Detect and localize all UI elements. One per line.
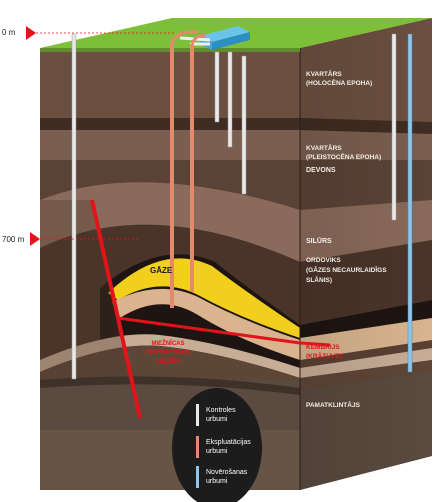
layer-cambrian xyxy=(112,288,300,360)
legend-exploitation-2: urbumi xyxy=(206,448,228,455)
gas-label: GĀZE xyxy=(150,266,173,275)
legend-control-2: urbumi xyxy=(206,416,228,423)
exploitation-well xyxy=(190,34,206,45)
label-devonian: DEVONS xyxy=(306,167,336,174)
observation-well xyxy=(407,33,413,373)
legend-exploitation-1: Ekspluatācijas xyxy=(206,439,251,446)
label-ordovician-1: ORDOVIKS xyxy=(306,257,341,264)
legend-swatch-control xyxy=(196,404,199,426)
depth-label-700: 700 m xyxy=(2,235,25,244)
control-well xyxy=(391,33,397,221)
control-well xyxy=(227,51,233,148)
depth-label-0: 0 m xyxy=(2,28,16,37)
label-ordovician-3: SLĀNIS) xyxy=(306,276,332,284)
observation-wells xyxy=(407,33,413,373)
legend: Kontroles urbumi Ekspluatācijas urbumi N… xyxy=(172,388,262,502)
fault-label-2: TEKTONISKAIS xyxy=(146,350,191,356)
legend-control-1: Kontroles xyxy=(206,407,236,414)
fault: MIEŽNĪCAS TEKTONISKAIS LŪZUMS xyxy=(90,199,331,419)
depth-marker-0: 0 m xyxy=(2,26,175,40)
legend-observation-1: Novērošanas xyxy=(206,469,248,476)
label-cambrian-1: KEMBRIJS xyxy=(306,344,340,351)
label-silurian: SILŪRS xyxy=(306,237,332,245)
legend-observation-2: urbumi xyxy=(206,478,228,485)
gas-reservoir xyxy=(108,258,300,338)
legend-swatch-observation xyxy=(196,466,199,488)
exploitation-well xyxy=(170,30,199,45)
label-ordovician-2: (GĀZES NECAURLAIDĪGS xyxy=(306,266,387,274)
control-well xyxy=(241,55,247,195)
fault-label-1: MIEŽNĪCAS xyxy=(152,339,185,347)
surface-facility xyxy=(179,26,250,50)
legend-swatch-exploitation xyxy=(196,436,199,458)
depth-marker-700: 700 m xyxy=(2,232,140,246)
label-holocene-2: (HOLOCĒNA EPOHA) xyxy=(306,79,372,87)
label-pleistocene-2: (PLEISTOCĒNA EPOHA) xyxy=(306,153,381,161)
label-cambrian-2: (KRĀTUVE) xyxy=(306,352,342,360)
label-pleistocene-1: KVARTĀRS xyxy=(306,144,342,152)
label-holocene-1: KVARTĀRS xyxy=(306,70,342,78)
control-well xyxy=(71,33,77,380)
label-basement: PAMATKLINTĀJS xyxy=(306,401,361,409)
exploitation-wells xyxy=(170,30,206,308)
layer-labels: KVARTĀRS (HOLOCĒNA EPOHA) KVARTĀRS (PLEI… xyxy=(306,70,387,409)
control-well xyxy=(214,51,220,123)
fault-label-3: LŪZUMS xyxy=(156,358,181,365)
control-wells xyxy=(71,33,397,380)
